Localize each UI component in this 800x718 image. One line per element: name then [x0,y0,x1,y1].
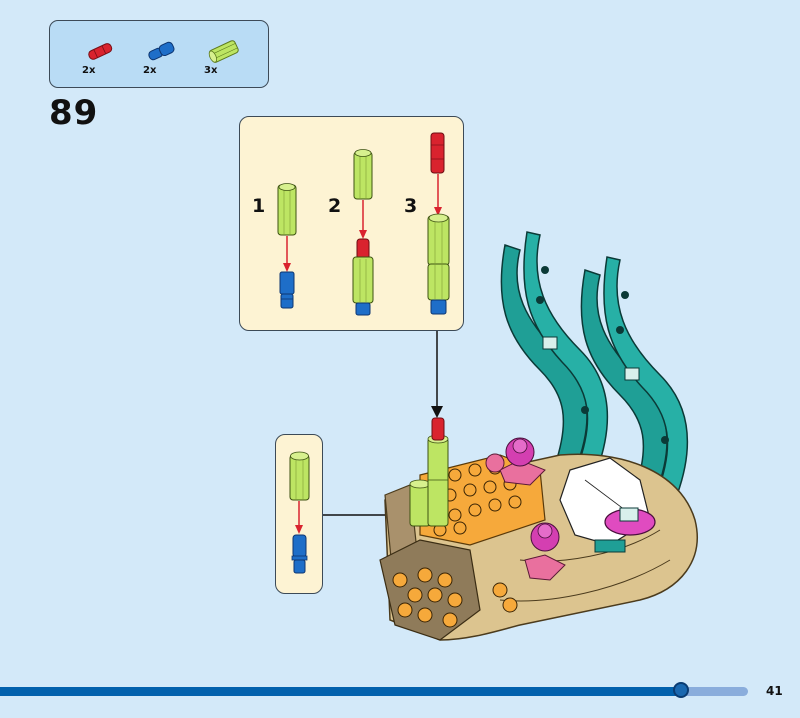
part-quantity: 2x [82,65,96,76]
sub-step-3-illustration [427,132,450,315]
red-axle-pin-icon [88,43,113,60]
part-quantity: 3x [204,65,218,76]
sub-step-1-illustration [277,183,297,309]
part-red-axle-pin: 2x [82,39,142,83]
progress-bar[interactable] [0,682,748,698]
sub-assembly-illustration [277,132,450,316]
page-number: 41 [766,684,783,698]
sub-step-label-1: 1 [252,195,266,217]
sub-step-2-illustration [352,149,374,316]
lime-axle-connector-icon [208,40,239,63]
white-seat [559,457,656,553]
pink-flower-bottom [524,522,566,581]
sub-step-label-3: 3 [404,195,418,217]
sub-step-label-2: 2 [328,195,342,217]
sub-assembly-box: 1 2 3 [239,116,464,331]
parts-list-box: 2x 2x 3x [49,20,269,88]
part-quantity: 2x [143,65,157,76]
progress-knob[interactable] [672,682,689,698]
side-sub-assembly-box [275,434,323,594]
blue-axle-pin-icon [148,41,175,61]
part-blue-axle-pin: 2x [143,39,203,83]
step-number: 89 [49,93,99,133]
orange-gears [392,567,518,628]
arrow-head-down [431,406,443,418]
part-lime-axle-connector: 3x [204,39,264,83]
model-lime-columns [409,417,449,527]
pink-flower-top [485,437,546,486]
progress-fill [0,687,681,696]
side-sub-assembly-illustration [289,451,310,574]
